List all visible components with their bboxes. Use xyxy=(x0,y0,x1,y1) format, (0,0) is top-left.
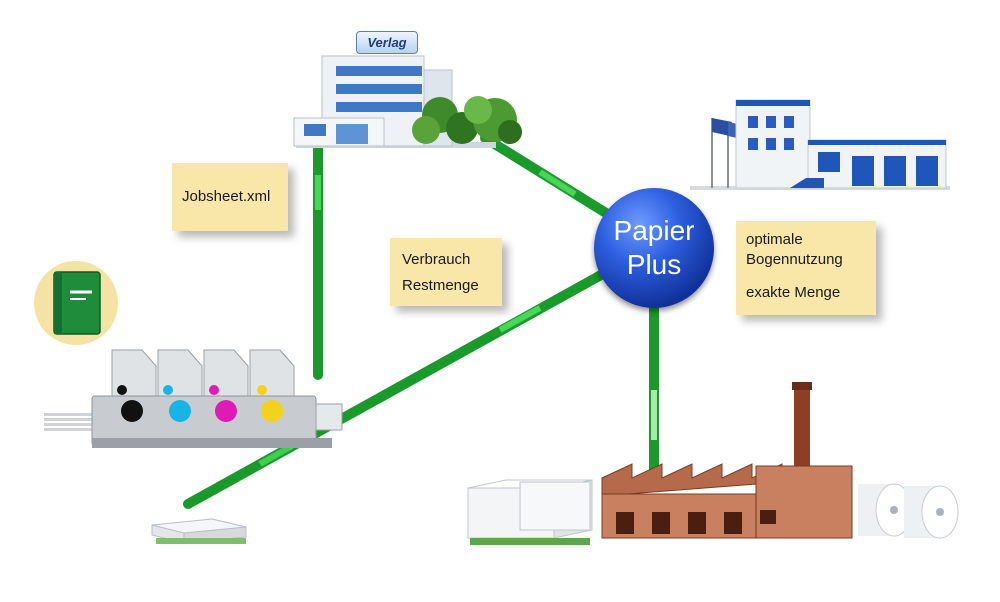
hub-line2: Plus xyxy=(626,249,682,280)
jobsheet-text: Jobsheet.xml xyxy=(182,188,271,205)
benefits-line1: optimale xyxy=(746,231,803,248)
benefits-line3: exakte Menge xyxy=(746,284,841,301)
hub-line1: Papier xyxy=(613,215,695,246)
note-benefits: optimale Bogennutzung exakte Menge xyxy=(736,221,876,315)
publisher-label: Verlag xyxy=(356,31,418,54)
benefits-line2: Bogennutzung xyxy=(746,251,843,268)
note-jobsheet: Jobsheet.xml xyxy=(172,163,288,231)
consumption-line1: Verbrauch xyxy=(402,251,471,268)
note-consumption: Verbrauch Restmenge xyxy=(390,238,502,306)
consumption-line2: Restmenge xyxy=(402,277,479,294)
papierplus-hub: Papier Plus xyxy=(594,188,714,308)
